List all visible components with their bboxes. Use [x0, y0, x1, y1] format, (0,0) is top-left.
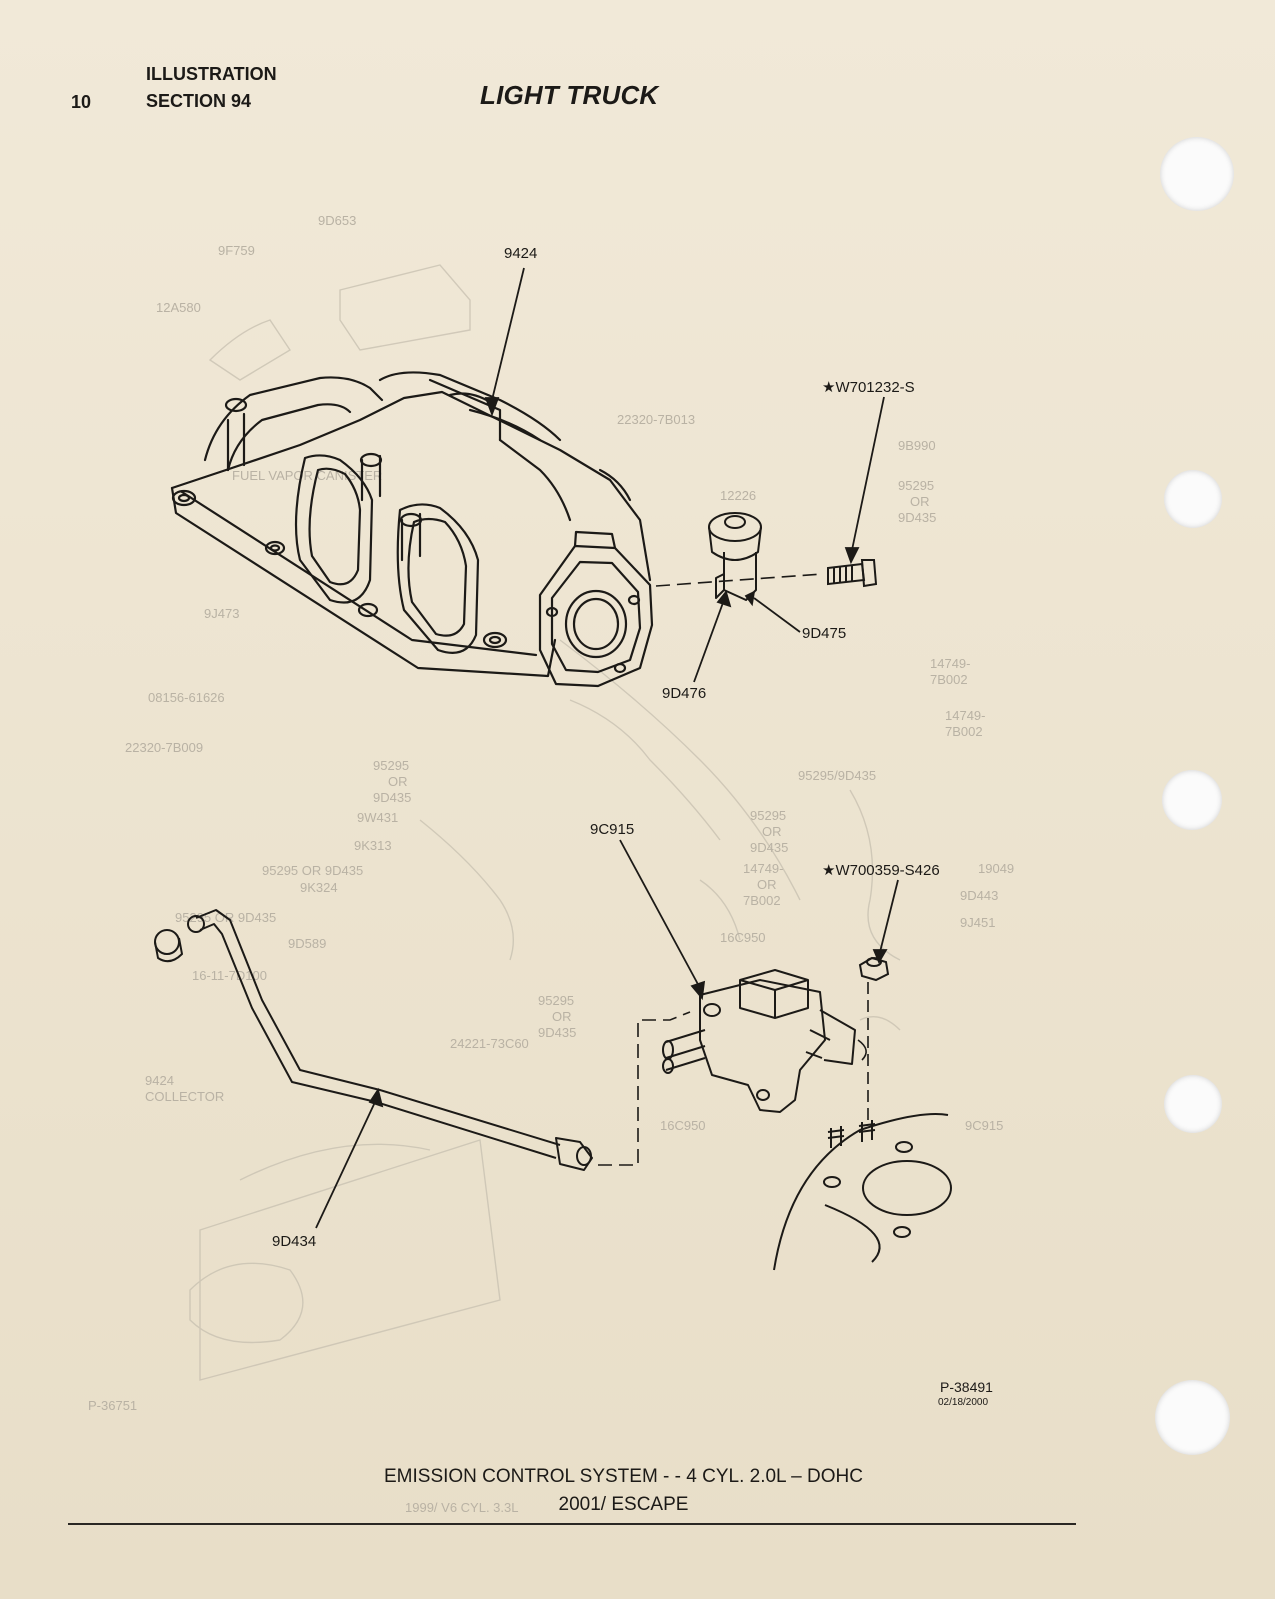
svg-text:08156-61626: 08156-61626 [148, 690, 225, 705]
svg-text:14749-: 14749- [930, 656, 970, 671]
callout-w701232: ★W701232-S [822, 379, 915, 396]
svg-text:9D589: 9D589 [288, 936, 326, 951]
svg-text:7B002: 7B002 [743, 893, 781, 908]
egr-mounting-centerline [655, 573, 823, 587]
svg-text:9F759: 9F759 [218, 243, 255, 258]
svg-text:9J473: 9J473 [204, 606, 239, 621]
svg-text:9K313: 9K313 [354, 838, 392, 853]
callout-leaders [315, 267, 899, 1229]
svg-text:14749-: 14749- [945, 708, 985, 723]
illustration-id: P-38491 [940, 1379, 993, 1395]
svg-text:OR: OR [910, 494, 930, 509]
callout-9d434: 9D434 [272, 1233, 316, 1250]
sensor-nut [858, 956, 890, 982]
svg-text:OR: OR [388, 774, 408, 789]
svg-text:P-36751: P-36751 [88, 1398, 137, 1413]
bracket-tab [857, 1039, 867, 1061]
tube-routing-centerline [598, 1011, 691, 1166]
svg-text:9W431: 9W431 [357, 810, 398, 825]
callout-9d476: 9D476 [662, 685, 706, 702]
mounting-studs-base [773, 1113, 952, 1271]
callout-9d475: 9D475 [802, 625, 846, 642]
svg-text:9B990: 9B990 [898, 438, 936, 453]
svg-text:9D443: 9D443 [960, 888, 998, 903]
svg-text:95295: 95295 [538, 993, 574, 1008]
svg-text:COLLECTOR: COLLECTOR [145, 1089, 224, 1104]
svg-text:14749-: 14749- [743, 861, 783, 876]
intake-manifold [170, 371, 654, 688]
egr-bolt [827, 559, 878, 588]
bleed-through-artwork [189, 264, 901, 1381]
svg-text:OR: OR [762, 824, 782, 839]
svg-text:9D435: 9D435 [373, 790, 411, 805]
section-label-illustration: ILLUSTRATION [146, 64, 277, 84]
callout-w700359: ★W700359-S426 [822, 862, 940, 879]
svg-text:9J451: 9J451 [960, 915, 995, 930]
figure-caption-model: 2001/ ESCAPE [558, 1494, 689, 1515]
footer-divider [68, 1523, 1076, 1525]
svg-text:FUEL VAPOR CANISTER: FUEL VAPOR CANISTER [232, 468, 382, 483]
svg-text:9C915: 9C915 [965, 1118, 1003, 1133]
binder-hole-5 [1155, 1380, 1230, 1455]
binder-hole-2 [1164, 470, 1222, 528]
svg-text:95295: 95295 [898, 478, 934, 493]
svg-text:95295: 95295 [750, 808, 786, 823]
svg-text:7B002: 7B002 [945, 724, 983, 739]
egr-vacuum-regulator [662, 969, 856, 1113]
svg-text:7B002: 7B002 [930, 672, 968, 687]
svg-text:1999/ V6 CYL. 3.3L: 1999/ V6 CYL. 3.3L [405, 1500, 518, 1515]
svg-text:16C950: 16C950 [720, 930, 766, 945]
page-number: 10 [71, 92, 92, 112]
illustration-date: 02/18/2000 [938, 1397, 989, 1408]
svg-text:19049: 19049 [978, 861, 1014, 876]
figure-caption-title: EMISSION CONTROL SYSTEM - - 4 CYL. 2.0L … [384, 1466, 863, 1487]
svg-text:9D435: 9D435 [750, 840, 788, 855]
svg-text:95295 OR 9D435: 95295 OR 9D435 [262, 863, 363, 878]
svg-text:9424: 9424 [145, 1073, 174, 1088]
svg-text:9D435: 9D435 [898, 510, 936, 525]
svg-text:OR: OR [757, 877, 777, 892]
bleed-through-labels: 9D653 9F759 12A580 22320-7B013 9B990 952… [88, 213, 1014, 1515]
svg-text:95295: 95295 [373, 758, 409, 773]
svg-text:22320-7B013: 22320-7B013 [617, 412, 695, 427]
egr-valve [708, 512, 762, 601]
svg-text:9D435: 9D435 [538, 1025, 576, 1040]
svg-text:16-11-7D100: 16-11-7D100 [192, 968, 267, 983]
svg-text:22320-7B009: 22320-7B009 [125, 740, 203, 755]
binder-hole-4 [1164, 1075, 1222, 1133]
svg-text:95295/9D435: 95295/9D435 [798, 768, 876, 783]
binder-hole-3 [1162, 770, 1222, 830]
svg-text:16C950: 16C950 [660, 1118, 706, 1133]
svg-text:9K324: 9K324 [300, 880, 338, 895]
svg-text:24221-73C60: 24221-73C60 [450, 1036, 529, 1051]
svg-text:12226: 12226 [720, 488, 756, 503]
page-title: LIGHT TRUCK [480, 80, 659, 110]
callout-9c915: 9C915 [590, 821, 634, 838]
section-label-number: SECTION 94 [146, 91, 252, 111]
svg-text:OR: OR [552, 1009, 572, 1024]
callout-9424: 9424 [504, 245, 537, 262]
binder-hole-1 [1160, 137, 1234, 211]
svg-text:12A580: 12A580 [156, 300, 201, 315]
svg-text:9D653: 9D653 [318, 213, 356, 228]
